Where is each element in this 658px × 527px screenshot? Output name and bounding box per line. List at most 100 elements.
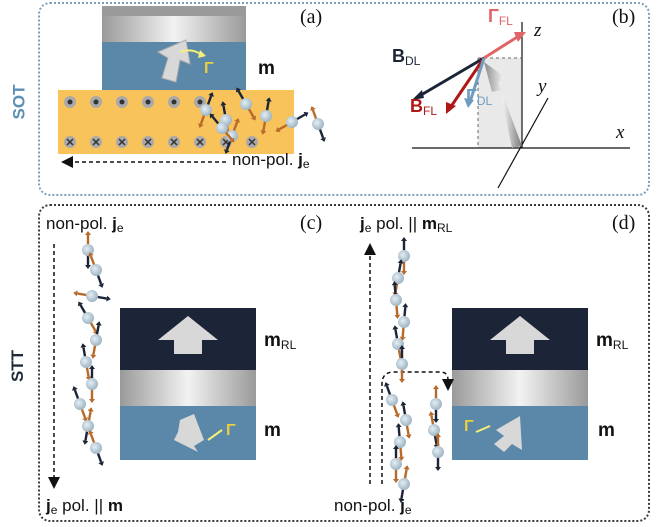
- d-top-m: m: [421, 214, 437, 233]
- d-spin: [384, 382, 400, 418]
- a-spin: [260, 97, 272, 135]
- b-bfl-label: BFL: [410, 96, 437, 118]
- b-bfl-sub: FL: [423, 104, 438, 118]
- b-x-label: x: [616, 122, 625, 143]
- b-gfl-vector: [483, 32, 523, 60]
- c-m-arrow: [174, 414, 204, 452]
- a-cross-symbol: [116, 136, 128, 148]
- b-gdl-symbol: Γ: [466, 86, 477, 106]
- d-m-label: m: [598, 420, 615, 441]
- c-mrl-sub: RL: [280, 338, 297, 352]
- d-mrl-symbol: m: [596, 330, 613, 351]
- a-spin-crosses-row: [64, 136, 258, 148]
- d-spin: [394, 423, 406, 461]
- b-bfl-vector: [448, 57, 486, 109]
- d-mrl-arrow: [490, 316, 550, 354]
- d-top-j: j: [360, 214, 365, 233]
- d-top-m-sub: RL: [436, 221, 453, 235]
- c-spin: [72, 386, 88, 422]
- d-gamma-line: [475, 425, 491, 433]
- d-bottom-sub: e: [404, 503, 412, 517]
- panel-label-c: (c): [300, 212, 323, 234]
- c-mrl-symbol: m: [264, 330, 281, 351]
- b-bdl-head: [412, 90, 424, 100]
- panel-b-diagram: [412, 22, 630, 189]
- a-cross-symbol: [90, 136, 102, 148]
- b-gfl-head: [514, 32, 526, 42]
- a-spin-cloud: [198, 87, 326, 154]
- d-spin: [398, 465, 410, 503]
- panel-label-b: (b): [612, 6, 636, 28]
- c-top-j: j: [112, 214, 117, 233]
- c-mrl-label: mRL: [264, 330, 296, 352]
- b-y-axis: [497, 97, 549, 189]
- c-spacer-layer: [120, 370, 256, 406]
- d-top-label: je pol. || mRL: [360, 214, 452, 235]
- a-gamma-arrow: [179, 49, 201, 55]
- d-spin: [396, 345, 408, 383]
- c-spin: [86, 365, 98, 403]
- c-spin: [88, 252, 104, 288]
- d-spin-reflected: [430, 385, 442, 423]
- b-gdl-label: ΓDL: [466, 86, 492, 108]
- a-spin-dots-row: [64, 96, 206, 108]
- b-gdl-sub: DL: [476, 94, 493, 108]
- c-top-prefix: non-pol.: [46, 214, 113, 233]
- panel-label-d: (d): [612, 212, 636, 234]
- c-gamma-line: [207, 429, 223, 441]
- a-dot-symbol: [168, 96, 180, 108]
- a-gamma-arrowhead: [198, 50, 206, 58]
- d-mrl-label: mRL: [596, 330, 628, 352]
- c-spin: [73, 290, 111, 302]
- d-bottom-label: non-pol. je: [334, 496, 412, 517]
- b-bdl-label: BDL: [392, 46, 420, 68]
- c-m-label: m: [264, 420, 281, 441]
- c-spin: [82, 407, 94, 445]
- a-current-prefix: non-pol.: [232, 150, 299, 169]
- panel-d-diagram: [364, 243, 588, 484]
- a-spin: [275, 111, 309, 133]
- d-top-mid: pol. ||: [371, 214, 422, 233]
- b-m-arrow: [484, 62, 522, 148]
- b-gdl-head: [464, 98, 474, 108]
- panel-label-a: (a): [300, 6, 323, 28]
- c-bottom-m: m: [107, 496, 123, 515]
- b-bdl-symbol: B: [392, 46, 405, 66]
- c-spin-column: [72, 231, 111, 466]
- c-bottom-mid: pol. ||: [57, 496, 108, 515]
- d-mrl-sub: RL: [612, 338, 629, 352]
- c-spin: [88, 430, 104, 466]
- d-spin-reflected: [432, 433, 444, 471]
- b-bdl-vector: [415, 56, 485, 100]
- a-gamma-label: Γ: [204, 60, 214, 77]
- a-spacer-layer: [102, 16, 246, 42]
- c-bottom-label: je pol. || m: [46, 496, 123, 517]
- a-cross-symbol: [194, 136, 206, 148]
- b-gdl-vector: [468, 57, 486, 103]
- panel-a-diagram: [58, 6, 294, 154]
- a-cross-symbol: [142, 136, 154, 148]
- a-current-sub: e: [302, 157, 310, 171]
- c-spin: [80, 343, 92, 381]
- d-spin-columns: [384, 237, 444, 503]
- a-dot-symbol: [90, 96, 102, 108]
- a-cross-symbol: [64, 136, 76, 148]
- b-gfl-sub: FL: [498, 14, 513, 28]
- c-spin: [82, 231, 94, 269]
- d-spin: [392, 259, 404, 297]
- a-spin: [198, 92, 214, 128]
- a-spin: [235, 87, 257, 121]
- d-spin: [398, 303, 410, 341]
- d-m-arrow: [494, 416, 522, 452]
- c-mrl-arrow: [158, 316, 218, 354]
- a-cross-symbol: [168, 136, 180, 148]
- d-spin-reflected: [428, 411, 440, 449]
- d-spin: [398, 237, 410, 275]
- c-bottom-j: j: [46, 496, 51, 515]
- d-current-loop: [381, 371, 454, 484]
- b-z-label: z: [534, 20, 542, 41]
- a-dot-symbol: [64, 96, 76, 108]
- stt-panel: [38, 204, 650, 522]
- c-spin: [90, 321, 102, 359]
